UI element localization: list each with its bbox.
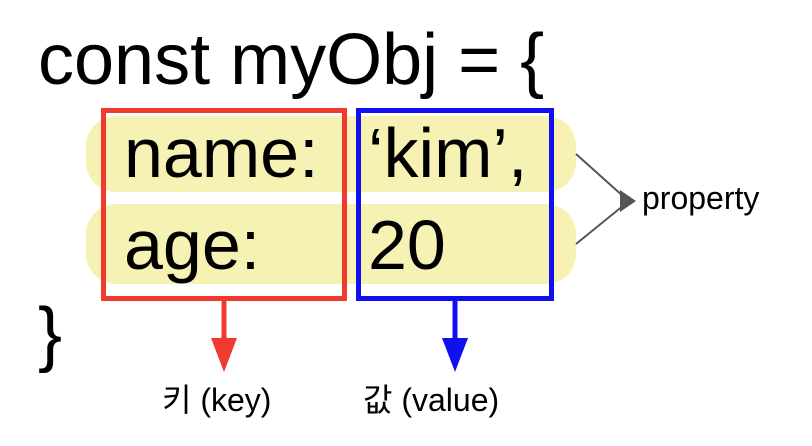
property-arrows <box>575 153 636 245</box>
property-key-name: name: <box>124 114 319 192</box>
code-line-declaration: const myObj = { <box>38 20 545 100</box>
code-line-closing-brace: } <box>38 294 63 374</box>
property-value-name: ‘kim’, <box>368 114 528 192</box>
key-column-box <box>101 108 347 301</box>
key-label: 키 (key) <box>162 382 272 418</box>
property-value-age: 20 <box>368 206 446 284</box>
property-highlight-age <box>86 204 576 284</box>
value-column-box <box>356 108 554 301</box>
value-label: 값 (value) <box>363 382 500 418</box>
property-key-age: age: <box>124 206 261 284</box>
property-label: property <box>642 180 760 216</box>
property-highlight-name <box>86 116 576 192</box>
key-arrow <box>211 301 237 372</box>
value-arrow <box>442 301 468 372</box>
